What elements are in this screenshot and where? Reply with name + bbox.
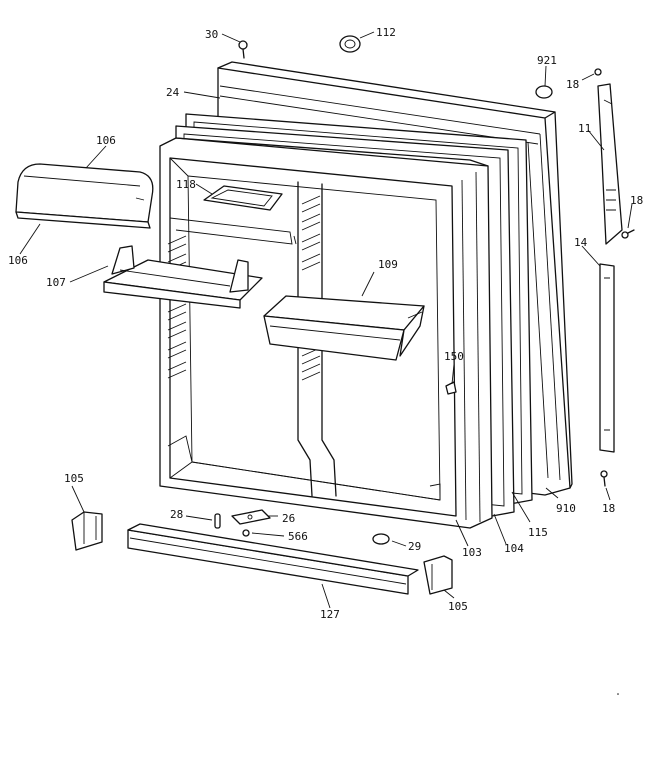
screw-566 xyxy=(242,529,250,537)
plate-26 xyxy=(231,509,271,525)
label-11: 11 xyxy=(578,122,591,135)
label-105-left: 105 xyxy=(64,472,84,485)
screw-30 xyxy=(238,40,248,59)
label-103: 103 xyxy=(462,546,482,559)
part-labels: 30 112 921 18 24 11 106 18 118 14 106 10… xyxy=(8,26,643,621)
label-28: 28 xyxy=(170,508,183,521)
label-109: 109 xyxy=(378,258,398,271)
label-107: 107 xyxy=(46,276,66,289)
label-30: 30 xyxy=(205,28,218,41)
screw-18-mid xyxy=(621,229,635,239)
label-105-right: 105 xyxy=(448,600,468,613)
label-26: 26 xyxy=(282,512,295,525)
cap-112 xyxy=(339,35,361,53)
shelf-rack-slots xyxy=(167,195,321,381)
top-hinge xyxy=(597,83,623,245)
pin-28 xyxy=(214,513,221,529)
label-18-mid: 18 xyxy=(630,194,643,207)
label-106-top: 106 xyxy=(96,134,116,147)
clip-150 xyxy=(445,381,457,395)
door-shelf-107 xyxy=(103,245,263,309)
hinge-bracket xyxy=(599,263,615,453)
label-18-top: 18 xyxy=(566,78,579,91)
end-cap-right xyxy=(423,555,453,595)
label-115: 115 xyxy=(528,526,548,539)
label-24: 24 xyxy=(166,86,180,99)
label-921: 921 xyxy=(537,54,557,67)
label-118: 118 xyxy=(176,178,196,191)
label-18-bottom: 18 xyxy=(602,502,615,515)
grommet-29 xyxy=(372,533,390,545)
label-106-bottom: 106 xyxy=(8,254,28,267)
label-14: 14 xyxy=(574,236,588,249)
dairy-compartment-door xyxy=(15,163,154,229)
screw-18-bottom xyxy=(600,470,608,487)
screw-18-top xyxy=(594,68,602,76)
label-566: 566 xyxy=(288,530,308,543)
label-150: 150 xyxy=(444,350,464,363)
small-shelf xyxy=(203,185,283,211)
bottom-trim-127 xyxy=(127,523,419,595)
label-104: 104 xyxy=(504,542,524,555)
door-bin-109 xyxy=(263,295,425,361)
label-29: 29 xyxy=(408,540,421,553)
leader-lines xyxy=(19,31,633,609)
stray-dot xyxy=(617,693,619,695)
label-127: 127 xyxy=(320,608,340,621)
plug-921 xyxy=(535,85,553,99)
end-cap-left xyxy=(71,511,103,551)
label-112: 112 xyxy=(376,26,396,39)
label-910: 910 xyxy=(556,502,576,515)
